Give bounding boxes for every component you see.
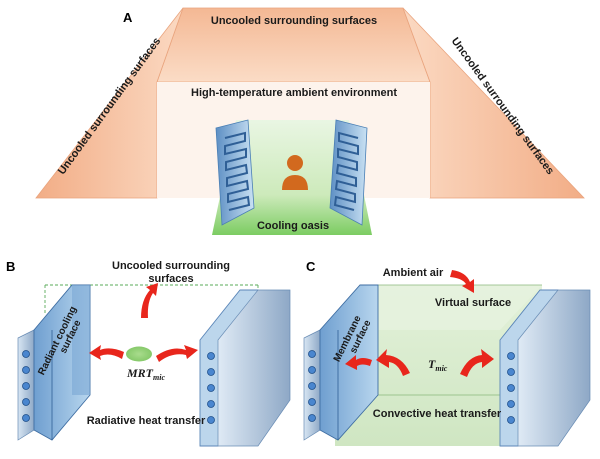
c-down-arrow: [450, 270, 474, 293]
b-transfer-label: Radiative heat transfer: [87, 415, 206, 427]
ambient-label: High-temperature ambient environment: [191, 87, 397, 99]
mrt-ellipse: [126, 346, 152, 362]
b-right-pipes: [207, 352, 215, 424]
t-mic-label: Tmic: [428, 357, 448, 373]
b-floor: [92, 330, 205, 446]
c-transfer-label: Convective heat transfer: [373, 408, 502, 420]
b-left-pipes: [22, 350, 30, 422]
panel-letter: A: [123, 10, 133, 25]
b-up-arrow: [141, 283, 158, 318]
b-uncooled-label-1: Uncooled surrounding: [112, 260, 230, 272]
b-right-arrow: [156, 345, 198, 362]
mrt-label: MRTmic: [126, 366, 165, 382]
panel-a: A Uncooled surrounding surfaces Uncooled…: [35, 7, 585, 235]
cooling-oasis: [212, 119, 372, 235]
left-serpentine-tube: [224, 131, 251, 211]
b-uncooled-label-2: surfaces: [148, 273, 193, 285]
oasis-label: Cooling oasis: [257, 220, 329, 232]
c-virtual-surface-label: Virtual surface: [435, 297, 511, 309]
c-left-arrow-small: [345, 355, 372, 370]
person-icon: [282, 155, 308, 190]
b-left-arrow: [89, 345, 124, 360]
top-wall-label: Uncooled surrounding surfaces: [211, 15, 377, 27]
c-left-pipes: [308, 350, 316, 422]
c-ambient-air-label: Ambient air: [383, 267, 444, 279]
c-right-pipes: [507, 352, 515, 424]
c-top-face: [335, 285, 542, 330]
b-arrows: [89, 283, 198, 362]
panel-b: B Uncooled surrounding surfaces Radiant …: [6, 259, 291, 447]
c-right-box: [517, 289, 591, 447]
panel-c: C Ambient air Virtual surface Membrane s…: [303, 259, 591, 447]
panel-letter: C: [306, 259, 316, 274]
right-serpentine-tube: [333, 131, 359, 211]
panel-letter: B: [6, 259, 15, 274]
c-arrows: [345, 270, 494, 377]
c-right-arrow: [460, 349, 494, 377]
c-left-arrow: [376, 349, 410, 376]
b-right-box: [217, 289, 291, 447]
